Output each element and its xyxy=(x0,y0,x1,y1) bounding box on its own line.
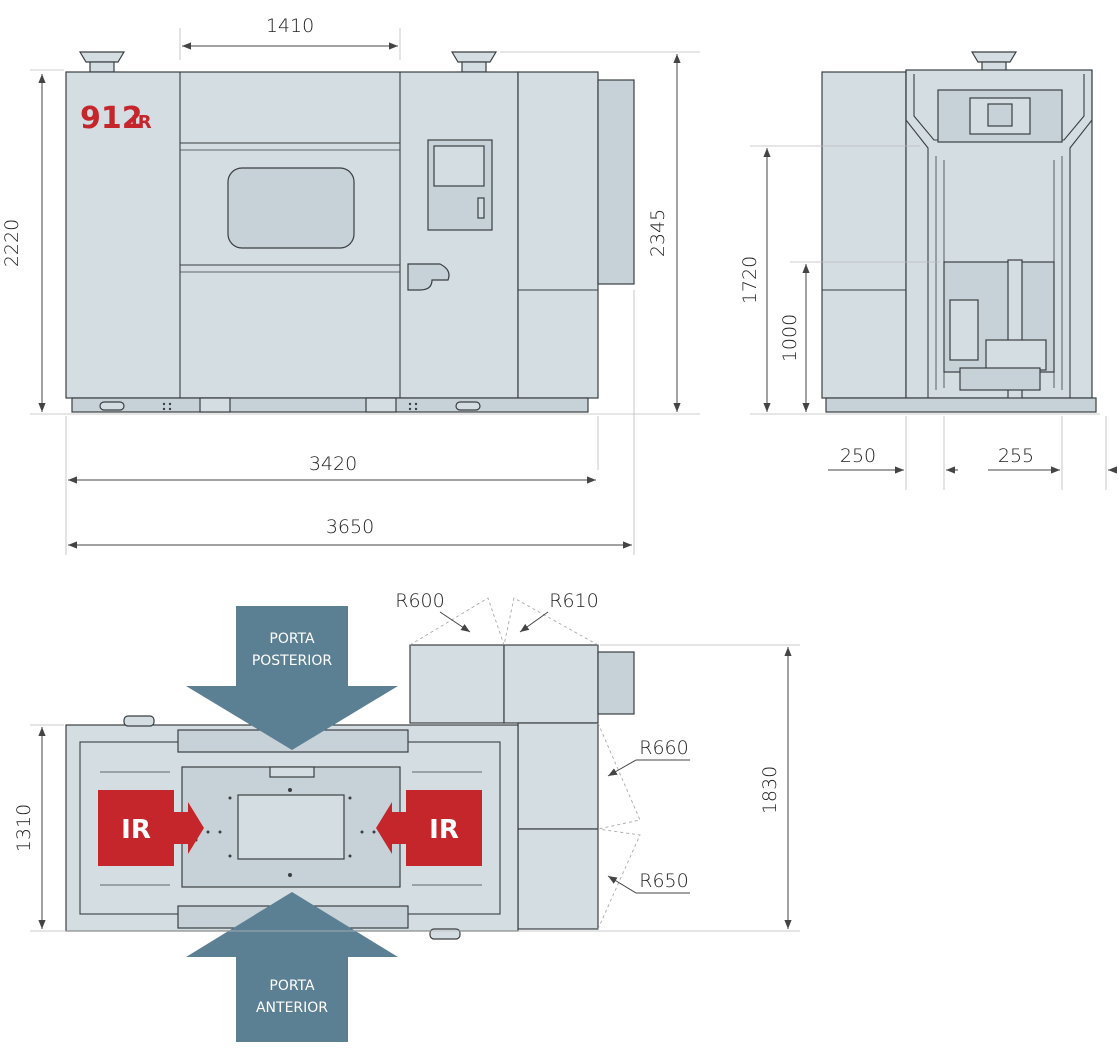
plan-upper-cabinet-left xyxy=(409,644,505,724)
top-vent-left xyxy=(78,51,126,63)
side-base xyxy=(825,397,1097,413)
side-top-vent xyxy=(970,51,1018,63)
plan-side-cabinet-upper xyxy=(517,722,599,830)
dim-right-offset: 255 xyxy=(998,445,1034,467)
radius-r600: R600 xyxy=(395,590,444,612)
dim-overall-width: 3650 xyxy=(326,516,374,538)
plan-window xyxy=(237,794,345,860)
dim-lower-height: 1000 xyxy=(779,314,801,362)
plan-upper-cabinet-right xyxy=(503,644,599,724)
dim-upper-height: 1720 xyxy=(739,256,761,304)
door-handle xyxy=(407,263,450,291)
plan-view: IR IR PORTA POSTERIOR PORTA ANTERIOR R60… xyxy=(13,590,800,1042)
dim-overall-height: 2345 xyxy=(647,209,669,257)
exhaust-box xyxy=(597,79,635,285)
plan-side-cabinet-lower xyxy=(517,828,599,930)
dim-overall-depth: 1830 xyxy=(759,766,781,814)
ir-label-left: IR xyxy=(121,815,151,845)
dim-height: 2220 xyxy=(1,219,23,267)
rear-door-label-line2: POSTERIOR xyxy=(252,653,333,669)
model-logo-suffix: IR xyxy=(131,112,152,133)
dim-left-offset: 250 xyxy=(840,445,876,467)
front-door-label-line1: PORTA xyxy=(269,978,315,994)
radius-r610: R610 xyxy=(549,590,598,612)
rear-door-arrow xyxy=(186,606,398,750)
front-base xyxy=(71,397,589,413)
dim-depth: 1310 xyxy=(13,804,35,852)
ir-arrow-left xyxy=(174,802,204,854)
side-cabinet-left xyxy=(821,71,907,399)
model-logo: 912 xyxy=(80,101,143,136)
side-view: 1720 1000 250 255 xyxy=(739,51,1117,490)
top-vent-right xyxy=(450,51,498,63)
rear-door-label-line1: PORTA xyxy=(269,631,315,647)
front-window xyxy=(227,167,355,249)
ir-label-right: IR xyxy=(429,815,459,845)
side-cabinet xyxy=(517,71,599,399)
front-door-label-line2: ANTERIOR xyxy=(256,1000,328,1016)
ir-heater-right xyxy=(406,790,482,866)
front-door-arrow xyxy=(186,892,398,1042)
dim-door-width: 1410 xyxy=(266,15,314,37)
ir-arrow-right xyxy=(376,802,406,854)
ir-heater-left xyxy=(98,790,174,866)
radius-r650: R650 xyxy=(639,870,688,892)
radius-r660: R660 xyxy=(639,737,688,759)
dim-width: 3420 xyxy=(309,453,357,475)
front-view: 912 IR 1410 2220 2345 3420 3650 xyxy=(1,15,700,555)
